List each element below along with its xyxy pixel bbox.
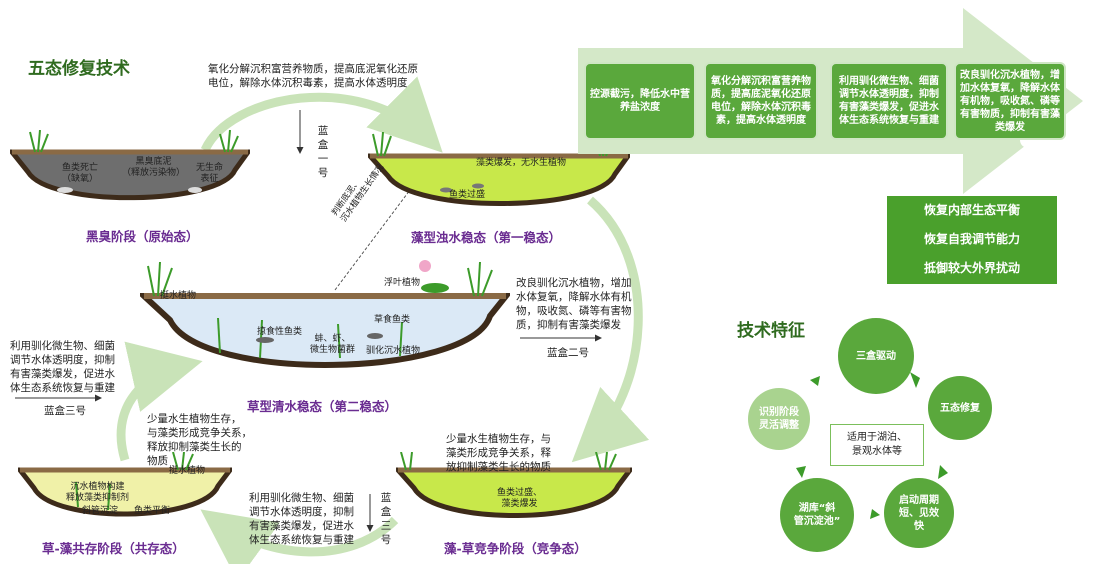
benefits-box: 恢复内部生态平衡 恢复自我调节能力 抵御较大外界扰动 (887, 196, 1057, 284)
coexist-fish-label: 鱼类平衡 (134, 506, 171, 516)
black-life-label: 无生命 表征 (196, 163, 224, 184)
feature-node-4: 湖库“斜 管沉淀池” (780, 478, 854, 552)
black-fish-label: 鱼类死亡 （缺氧） (62, 163, 99, 184)
pond-grass (140, 260, 510, 368)
stage-grass: 草型清水稳态（第二稳态） (247, 399, 398, 414)
grass-emergent-label: 挺水植物 (160, 291, 197, 301)
stage-algae: 藻型浊水稳态（第一稳态） (411, 230, 562, 245)
algae-fish-label: 鱼类过盛 (449, 190, 486, 200)
features-title: 技术特征 (737, 321, 805, 341)
algae-bloom-label: 藻类爆发，无水生植物 (476, 158, 567, 168)
box-two-label: 蓝盒二号 (547, 347, 589, 359)
pond-algae (368, 132, 630, 206)
arrow-algae-to-compete (571, 196, 650, 463)
grass-herbivore-label: 草食鱼类 (374, 315, 411, 325)
feature-node-1: 三盒驱动 (838, 318, 914, 394)
black-mud-label: 黑臭底泥 （释放污染物） (122, 157, 186, 178)
feature-node-3: 启动周期 短、见效 快 (884, 478, 954, 548)
box-three-a-label: 蓝盒三号 (44, 405, 86, 417)
pond-compete (396, 452, 632, 518)
page-title: 五态修复技术 (28, 59, 130, 79)
grass-predator-label: 掠食性鱼类 (257, 327, 303, 337)
features-center: 适用于湖泊、 景观水体等 (830, 424, 924, 466)
box-three-b-label: 蓝盒三号 (380, 492, 392, 546)
arrow-compete-to-coexist (200, 509, 399, 564)
benefit-item: 恢复内部生态平衡 (923, 203, 1020, 217)
box-one-label: 蓝盒一号 (317, 125, 329, 179)
coexist-emergent-label: 挺水植物 (169, 466, 206, 476)
arrow-black-to-algae (200, 76, 443, 153)
stage-black: 黑臭阶段（原始态） (86, 229, 199, 244)
note-coexist: 少量水生植物生存， 与藻类形成竞争关系， 释放抑制藻类生长的 物质 (147, 413, 252, 467)
note-right-mid: 改良驯化沉水植物，增加 水体复氧，降解水体有机 物，吸收氮、磷等有害物 质，抑制… (516, 277, 632, 331)
stage-coexist: 草-藻共存阶段（共存态） (42, 541, 185, 556)
pond-coexist (18, 452, 232, 517)
arrow-coexist-to-grass (116, 341, 203, 462)
compete-text-label: 鱼类过盛、 藻类爆发 (497, 488, 543, 509)
feature-node-5: 识别阶段 灵活调整 (748, 388, 810, 450)
pond-black (10, 130, 250, 201)
grass-submerged-label: 驯化沉水植物 (366, 346, 421, 356)
coexist-text-label: 沉水植物构建 释放藻类抑制剂 (66, 482, 130, 503)
feature-node-2: 五态修复 (928, 376, 992, 440)
note-top: 氧化分解沉积富营养物质，提高底泥氧化还原 电位，解除水体沉积毒素，提高水体透明度 (208, 63, 418, 89)
note-compete: 少量水生植物生存，与 藻类形成竞争关系，释 放抑制藻类生长的物质 (446, 433, 551, 473)
coexist-tube-label: 斜管沉淀 (82, 506, 119, 516)
note-bottom-mid: 利用驯化微生物、细菌 调节水体透明度，抑制 有害藻类爆发，促进水 体生态系统恢复… (249, 492, 354, 546)
benefit-item: 抵御较大外界扰动 (923, 261, 1020, 275)
banner-box-3: 利用驯化微生物、细菌调节水体透明度，抑制有害藻类爆发，促进水体生态系统恢复与重建 (830, 62, 948, 140)
banner-box-1: 控源截污，降低水中营养盐浓度 (584, 62, 696, 140)
grass-floating-label: 浮叶植物 (384, 278, 421, 288)
stage-compete: 藻-草竞争阶段（竞争态） (444, 541, 587, 556)
arrow-diagonal (334, 189, 411, 291)
features-cycle-arrows (796, 372, 948, 519)
banner-box-2: 氧化分解沉积富营养物质，提高底泥氧化还原电位，解除水体沉积毒素，提高水体透明度 (704, 62, 818, 140)
note-left-mid: 利用驯化微生物、细菌 调节水体透明度，抑制 有害藻类爆发，促进水 体生态系统恢复… (10, 340, 115, 394)
grass-shrimp-label: 蚌、虾、 微生物菌群 (310, 334, 356, 355)
banner-box-4: 改良驯化沉水植物，增加水体复氧，降解水体有机物，吸收氮、磷等有害物质，抑制有害藻… (954, 62, 1066, 140)
benefit-item: 恢复自我调节能力 (923, 232, 1020, 246)
